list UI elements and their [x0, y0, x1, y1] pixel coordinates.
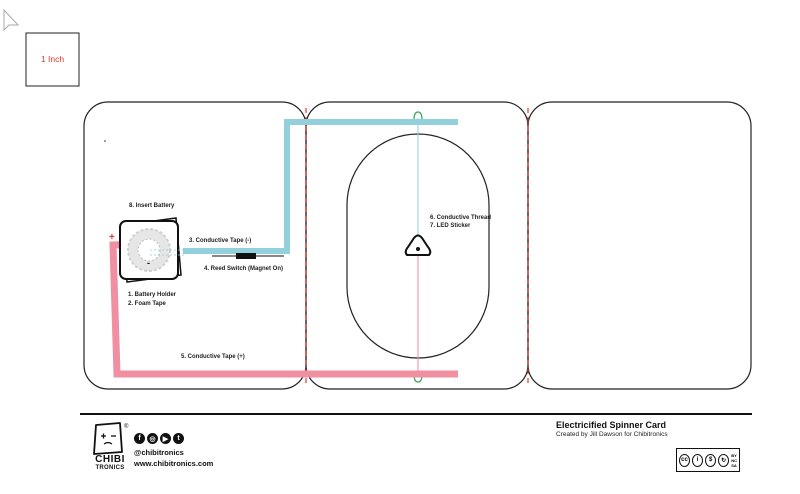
attribution-icon: i — [692, 453, 704, 467]
creative-commons-license-badge: cc i $ ↻ BY NC SA — [676, 448, 740, 472]
cc-icon: cc — [679, 453, 691, 467]
brand-wordmark: CHIBI TRONICS — [90, 455, 130, 473]
plus-sign: + — [109, 232, 115, 243]
card-panel-right — [527, 101, 752, 390]
thread-loop-bottom — [413, 373, 423, 383]
noncommercial-icon: $ — [705, 453, 717, 467]
chibitronics-logo-icon — [93, 422, 123, 455]
thread-loop-top — [413, 111, 423, 121]
twitter-icon[interactable]: t — [173, 433, 184, 444]
label-foam-tape: 2. Foam Tape — [128, 301, 167, 307]
social-icons: f ◎ ▶ t — [134, 433, 184, 444]
license-nc: NC — [731, 457, 737, 463]
conductive-tape-negative — [183, 119, 458, 254]
cursor-arrow-icon — [3, 8, 20, 32]
website-link[interactable]: www.chibitronics.com — [134, 459, 214, 468]
one-inch-label: 1 Inch — [40, 54, 65, 64]
one-inch-scale-box — [25, 32, 80, 87]
led-sticker-icon — [404, 234, 432, 256]
label-led-sticker: 7. LED Sticker — [430, 223, 471, 229]
brand-line-2: TRONICS — [95, 465, 125, 471]
brand-line-1: CHIBI — [95, 454, 125, 465]
license-by: BY — [731, 452, 737, 458]
label-conductive-thread: 6. Conductive Thread — [430, 215, 491, 221]
registered-mark: ® — [124, 423, 129, 430]
instagram-icon[interactable]: ◎ — [147, 433, 158, 444]
battery-holder — [119, 217, 184, 283]
label-battery-holder: 1. Battery Holder — [128, 292, 177, 298]
license-sa: SA — [731, 462, 737, 468]
led-dot — [416, 247, 420, 251]
label-insert-battery: 8. Insert Battery — [129, 203, 175, 209]
mark-dot — [104, 140, 106, 142]
youtube-icon[interactable]: ▶ — [160, 433, 171, 444]
minus-sign: - — [147, 258, 150, 268]
social-handle: @chibitronics — [134, 448, 184, 457]
label-reed-switch: 4. Reed Switch (Magnet On) — [204, 266, 283, 272]
document-credit: Created by Jill Dawson for Chibitronics — [556, 431, 668, 438]
label-conductive-tape-negative: 3. Conductive Tape (-) — [189, 238, 251, 244]
facebook-icon[interactable]: f — [134, 433, 145, 444]
label-conductive-tape-positive: 5. Conductive Tape (+) — [181, 354, 245, 360]
reed-switch — [212, 253, 284, 259]
document-title: Electricified Spinner Card — [556, 420, 667, 430]
sharealike-icon: ↻ — [718, 453, 730, 467]
